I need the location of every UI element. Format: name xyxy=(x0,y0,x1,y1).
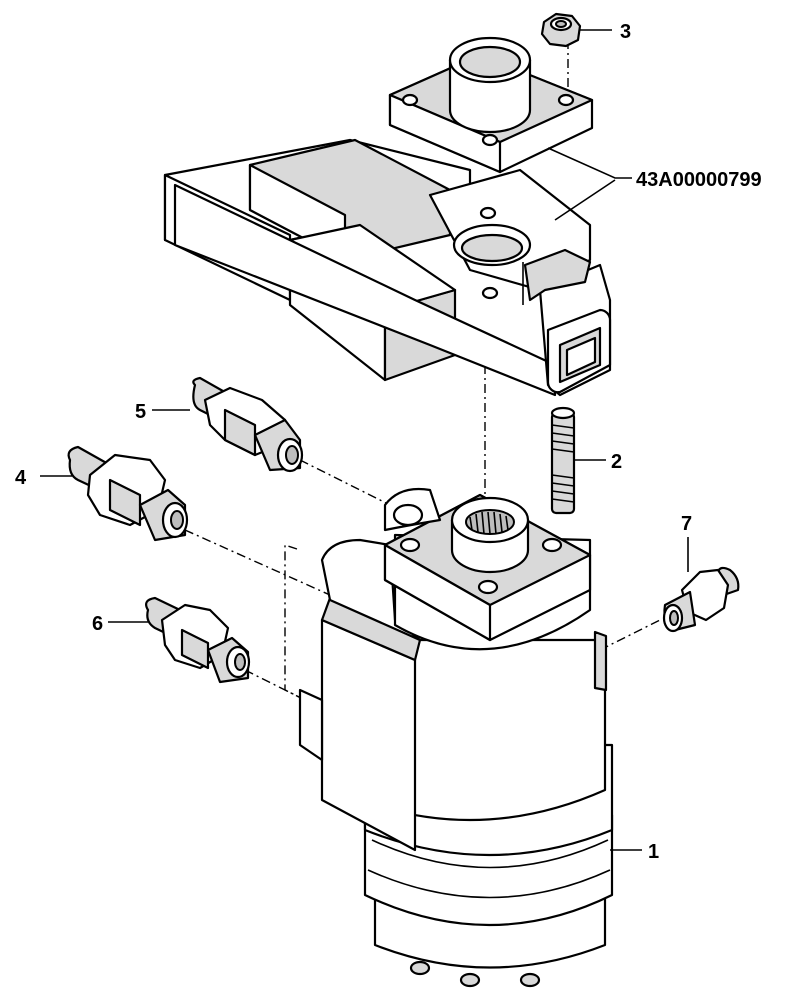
fitting-part-7 xyxy=(662,566,740,633)
callout-3: 3 xyxy=(620,21,631,43)
fitting-part-6 xyxy=(145,596,251,684)
stud-part-2 xyxy=(550,406,576,515)
fitting-part-4 xyxy=(67,445,189,542)
callout-kit-number: 43A00000799 xyxy=(636,169,762,191)
fitting-part-5 xyxy=(192,376,304,473)
callout-1: 1 xyxy=(648,841,659,863)
steering-unit-part-1 xyxy=(298,487,614,988)
callout-5: 5 xyxy=(135,401,146,423)
assembly-centerlines xyxy=(184,40,661,701)
steering-bracket xyxy=(163,138,612,397)
callout-4: 4 xyxy=(15,467,27,489)
callout-7: 7 xyxy=(681,513,692,535)
callout-2: 2 xyxy=(611,451,622,473)
callout-6: 6 xyxy=(92,613,103,635)
flange-plate xyxy=(388,36,594,174)
hex-nut-part-3 xyxy=(540,12,582,48)
leader-lines xyxy=(40,29,689,851)
